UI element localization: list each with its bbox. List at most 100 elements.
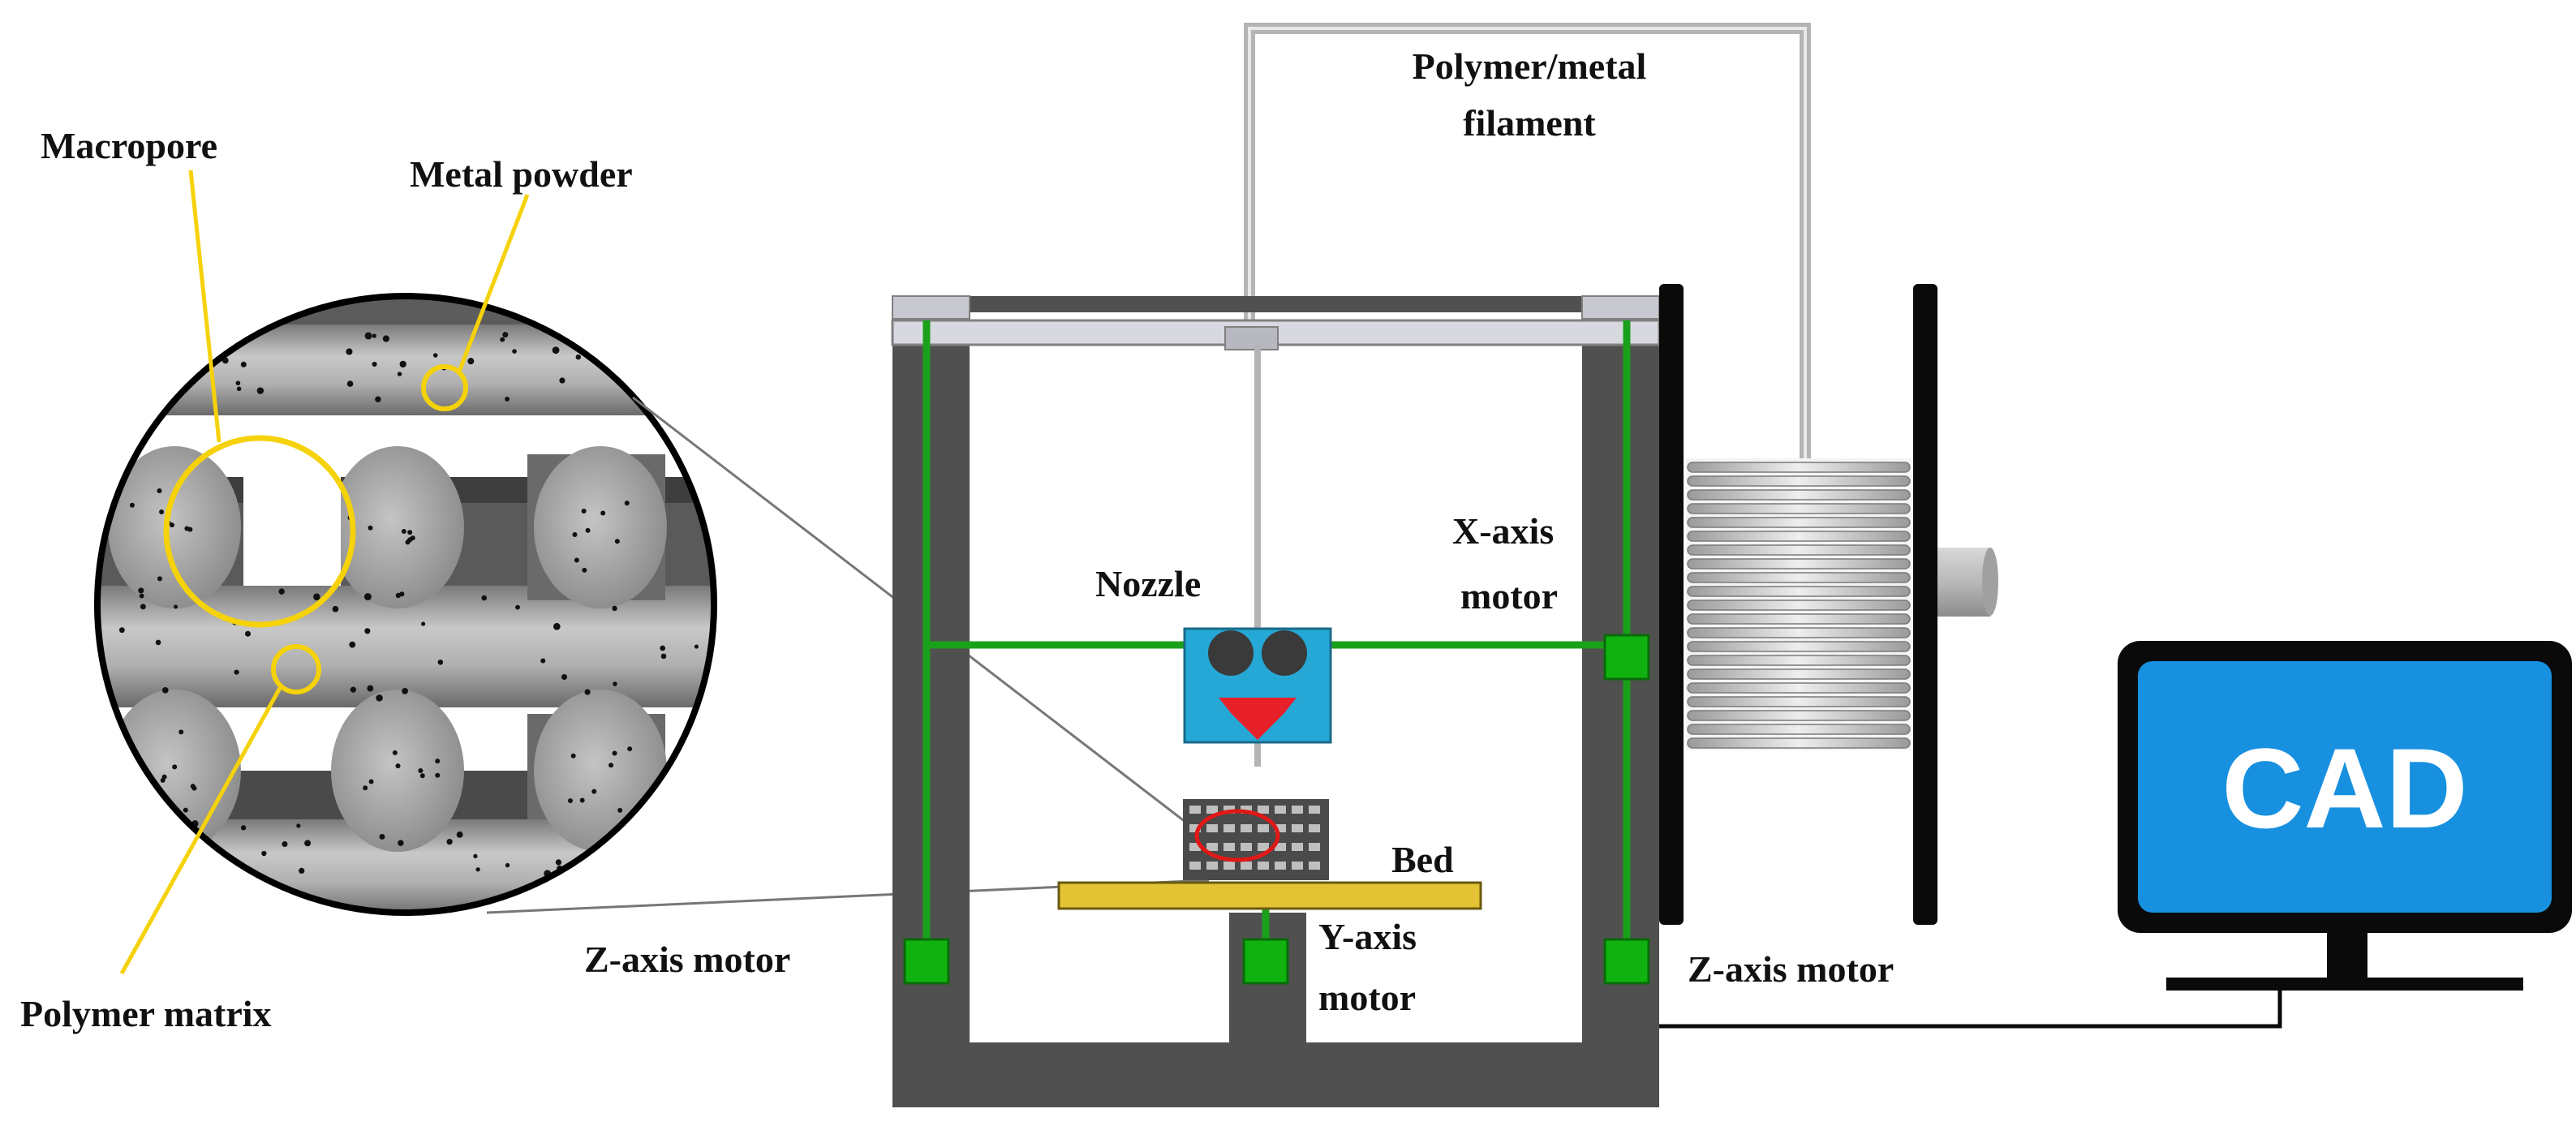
sample-cell bbox=[1189, 806, 1201, 814]
x-axis-motor bbox=[1603, 634, 1650, 681]
spool-coil bbox=[1687, 489, 1911, 501]
sample-cell bbox=[1223, 862, 1235, 870]
metal-powder-speck bbox=[660, 645, 666, 651]
metal-powder-speck bbox=[140, 604, 146, 610]
metal-powder-speck bbox=[600, 510, 606, 516]
macropore-marker bbox=[163, 435, 356, 628]
metal-powder-speck bbox=[161, 361, 170, 368]
metal-powder-speck bbox=[392, 750, 398, 755]
sample-cell bbox=[1292, 806, 1303, 814]
metal-powder-speck bbox=[612, 605, 617, 612]
metal-powder-speck bbox=[256, 387, 264, 394]
computer-monitor-icon bbox=[2118, 641, 2572, 991]
metal-powder-speck bbox=[364, 332, 372, 340]
label-filament-line2: filament bbox=[1463, 102, 1596, 144]
metal-powder-speck bbox=[446, 838, 453, 845]
metal-powder-speck bbox=[624, 501, 630, 506]
sample-cell bbox=[1292, 843, 1303, 851]
metal-powder-speck bbox=[475, 867, 480, 872]
spool-coil bbox=[1687, 696, 1911, 707]
metal-powder-speck bbox=[117, 401, 125, 409]
metal-powder-leader bbox=[457, 194, 530, 372]
metal-powder-speck bbox=[261, 850, 267, 857]
metal-powder-speck bbox=[236, 386, 242, 392]
polymer-matrix-leader bbox=[119, 686, 282, 975]
metal-powder-speck bbox=[587, 881, 592, 887]
metal-powder-speck bbox=[563, 899, 570, 905]
sample-cell bbox=[1223, 824, 1235, 832]
metal-powder-speck bbox=[716, 892, 722, 899]
nozzle bbox=[1183, 627, 1332, 744]
metal-powder-speck bbox=[584, 689, 591, 695]
metal-powder-speck bbox=[349, 641, 356, 648]
metal-powder-speck bbox=[137, 401, 143, 406]
metal-powder-speck bbox=[235, 380, 241, 386]
sample-cell bbox=[1292, 862, 1303, 870]
metal-powder-speck bbox=[382, 335, 389, 342]
metal-powder-speck bbox=[570, 753, 576, 759]
metal-powder-speck bbox=[89, 874, 93, 878]
label-z-axis-motor-right: Z-axis motor bbox=[1688, 948, 1894, 990]
sample-cell bbox=[1241, 806, 1252, 814]
metal-powder-speck bbox=[138, 587, 144, 594]
metal-powder-speck bbox=[510, 901, 518, 909]
metal-powder-speck bbox=[654, 347, 659, 352]
metal-powder-speck bbox=[591, 789, 597, 794]
metal-powder-speck bbox=[160, 777, 166, 783]
y-axis-motor bbox=[1242, 938, 1289, 985]
metal-powder-speck bbox=[240, 825, 247, 831]
spool-coil bbox=[1687, 544, 1911, 556]
spool-coil bbox=[1687, 737, 1911, 749]
label-nozzle: Nozzle bbox=[1095, 563, 1201, 604]
metal-powder-speck bbox=[172, 764, 178, 770]
label-metal-powder: Metal powder bbox=[410, 153, 633, 195]
sample-cell bbox=[1275, 862, 1286, 870]
metal-powder-speck bbox=[617, 807, 623, 813]
metal-powder-speck bbox=[161, 687, 169, 694]
metal-powder-speck bbox=[244, 630, 252, 637]
metal-powder-speck bbox=[502, 332, 509, 338]
magnified-detail bbox=[87, 293, 722, 916]
printed-sample bbox=[1183, 799, 1329, 880]
label-cad: CAD bbox=[2221, 724, 2467, 852]
metal-powder-speck bbox=[467, 358, 475, 365]
metal-powder-speck bbox=[170, 522, 175, 528]
metal-powder-speck bbox=[350, 686, 356, 693]
sample-cell bbox=[1275, 843, 1286, 851]
metal-powder-speck bbox=[397, 372, 402, 376]
metal-powder-speck bbox=[101, 352, 108, 358]
metal-powder-speck bbox=[609, 763, 614, 768]
metal-powder-speck bbox=[139, 593, 144, 599]
sample-cell bbox=[1275, 806, 1286, 814]
macropore-leader bbox=[188, 170, 221, 443]
sample-cell bbox=[1189, 862, 1201, 870]
metal-powder-speck bbox=[713, 660, 714, 666]
label-y-axis-motor-line1: Y-axis bbox=[1318, 916, 1417, 957]
metal-powder-speck bbox=[435, 772, 441, 778]
sample-cell bbox=[1309, 824, 1320, 832]
sample-cell bbox=[1275, 824, 1286, 832]
metal-powder-speck bbox=[363, 785, 368, 791]
metal-powder-speck bbox=[135, 397, 142, 403]
metal-powder-speck bbox=[553, 622, 561, 630]
sample-cell bbox=[1189, 824, 1201, 832]
metal-powder-speck bbox=[473, 853, 478, 859]
metal-powder-speck bbox=[142, 846, 148, 853]
sample-cell bbox=[1241, 843, 1252, 851]
metal-powder-speck bbox=[515, 604, 520, 610]
sample-cell bbox=[1258, 843, 1269, 851]
metal-powder-speck bbox=[155, 639, 161, 646]
spool-coil bbox=[1687, 710, 1911, 721]
spool-coil bbox=[1687, 503, 1911, 514]
metal-powder-speck bbox=[313, 593, 320, 601]
metal-powder-speck bbox=[175, 852, 183, 860]
metal-powder-speck bbox=[612, 750, 617, 756]
spool-coil bbox=[1687, 531, 1911, 542]
metal-powder-speck bbox=[690, 352, 697, 358]
metal-powder-speck bbox=[87, 862, 92, 868]
metal-powder-speck bbox=[278, 588, 285, 595]
metal-powder-speck bbox=[437, 660, 444, 665]
spool-coil bbox=[1687, 668, 1911, 680]
metal-powder-speck bbox=[500, 337, 505, 342]
